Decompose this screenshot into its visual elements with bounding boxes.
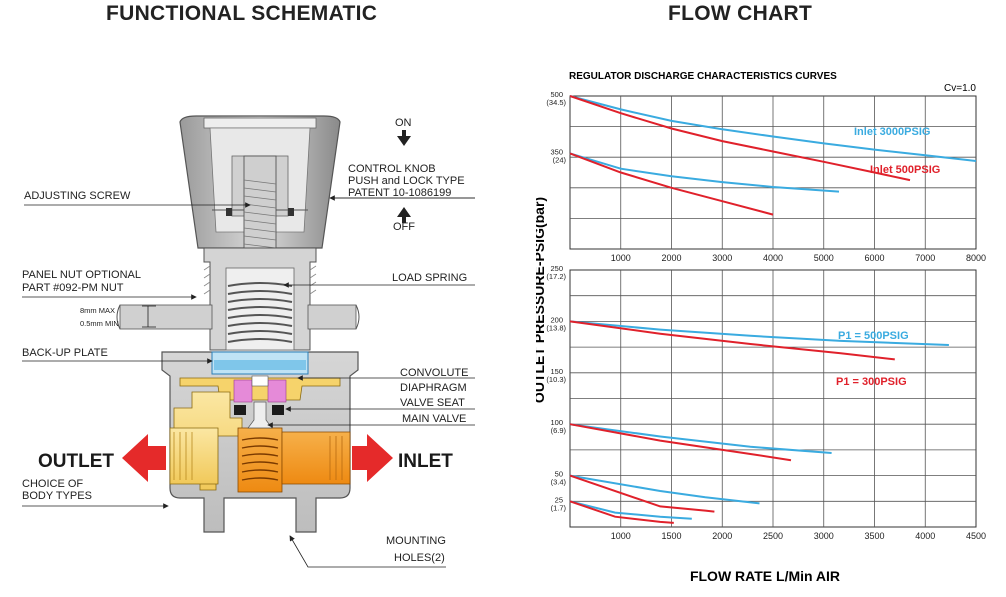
series-line (569, 320, 895, 361)
series-line (569, 500, 674, 524)
x-tick-label: 5000 (814, 253, 834, 263)
series-line (569, 152, 774, 216)
x-tick-label: 1500 (661, 531, 681, 541)
series-line (569, 320, 949, 346)
y-tick-label: 150 (550, 367, 563, 376)
y-tick-label: 50 (555, 470, 563, 479)
series-line (569, 474, 760, 505)
x-tick-label: 4000 (915, 531, 935, 541)
panel-nut-label: PANEL NUT OPTIONAL (22, 269, 141, 281)
flow-chart: REGULATOR DISCHARGE CHARACTERISTICS CURV… (536, 71, 986, 584)
y-axis-label: OUTLET PRESSURE-PSIG(bar) (536, 197, 547, 403)
load-spring-label: LOAD SPRING (392, 272, 467, 284)
y-tick-label: 350 (550, 147, 563, 156)
y-tick-sub-label: (17.2) (546, 272, 566, 281)
series-label: P1 = 300PSIG (836, 376, 907, 388)
inlet-label: INLET (398, 451, 453, 472)
series-line (569, 500, 692, 520)
panel-nut-part-label: PART #092-PM NUT (22, 282, 124, 294)
y-tick-sub-label: (1.7) (551, 503, 567, 512)
regulator-body (161, 351, 359, 533)
y-tick-label: 100 (550, 418, 563, 427)
schematic-title: FUNCTIONAL SCHEMATIC (106, 2, 378, 25)
y-tick-sub-label: (13.8) (546, 323, 566, 332)
choice-label: CHOICE OF (22, 478, 83, 490)
series-label: P1 = 500PSIG (838, 330, 909, 342)
holes-label: HOLES(2) (394, 552, 445, 564)
x-tick-label: 4500 (966, 531, 986, 541)
diaphragm-label: DIAPHRAGM (400, 382, 467, 394)
body-types-label: BODY TYPES (22, 490, 92, 502)
plot-1: 1000 2000 3000 4000 5000 6000 7000 8000 500(34.5… (546, 90, 986, 263)
control-knob-label: CONTROL KNOB (348, 163, 436, 175)
plot-2: 1000 1500 2000 2500 3000 3500 4000 4500 250(17.2… (546, 264, 986, 541)
outlet-arrow-icon (122, 434, 166, 482)
series-line (569, 423, 792, 462)
y-tick-label: 500 (550, 90, 563, 99)
series-label: Inlet 3000PSIG (854, 126, 930, 138)
dim-max-label: 8mm MAX (80, 306, 115, 315)
push-lock-label: PUSH and LOCK TYPE (348, 175, 465, 187)
y-tick-sub-label: (34.5) (546, 98, 566, 107)
x-tick-label: 8000 (966, 253, 986, 263)
x-tick-label: 2000 (712, 531, 732, 541)
valve-seat-label: VALVE SEAT (400, 397, 465, 409)
convolute-label: CONVOLUTE (400, 367, 468, 379)
y-tick-label: 200 (550, 315, 563, 324)
mounting-label: MOUNTING (386, 535, 446, 547)
load-spring (227, 282, 293, 343)
outlet-label: OUTLET (38, 451, 114, 472)
flow-chart-title: FLOW CHART (668, 2, 813, 25)
y-tick-sub-label: (3.4) (551, 478, 567, 487)
y-tick-label: 25 (555, 495, 563, 504)
adjusting-screw-label: ADJUSTING SCREW (24, 190, 131, 202)
functional-schematic: ON OFF CONTROL KNOB PUSH and LOCK TYPE P… (22, 115, 475, 568)
x-tick-label: 3000 (712, 253, 732, 263)
y-tick-sub-label: (24) (553, 155, 567, 164)
series-line (569, 474, 715, 513)
on-label: ON (395, 117, 412, 129)
x-tick-label: 3000 (814, 531, 834, 541)
x-tick-label: 6000 (864, 253, 884, 263)
y-tick-label: 250 (550, 264, 563, 273)
cv-annotation: Cv=1.0 (944, 83, 976, 94)
on-arrow-icon (397, 130, 411, 146)
off-label: OFF (393, 221, 415, 233)
backup-plate-label: BACK-UP PLATE (22, 347, 108, 359)
main-valve-label: MAIN VALVE (402, 413, 466, 425)
leader-lines (22, 195, 475, 568)
x-tick-label: 4000 (763, 253, 783, 263)
series-line (569, 95, 977, 162)
x-tick-label: 2500 (763, 531, 783, 541)
off-arrow-icon (397, 207, 411, 223)
series-line (569, 423, 832, 454)
x-tick-label: 7000 (915, 253, 935, 263)
patent-label: PATENT 10-1086199 (348, 187, 451, 199)
inlet-arrow-icon (352, 434, 393, 482)
chart-title: REGULATOR DISCHARGE CHARACTERISTICS CURV… (569, 71, 837, 82)
dim-min-label: 0.5mm MIN (80, 319, 119, 328)
y-tick-sub-label: (6.9) (551, 426, 567, 435)
series-line (569, 152, 840, 193)
x-tick-label: 1000 (611, 531, 631, 541)
x-tick-label: 1000 (611, 253, 631, 263)
y-tick-sub-label: (10.3) (546, 375, 566, 384)
x-axis-label: FLOW RATE L/Min AIR (690, 568, 840, 584)
panel (116, 304, 360, 330)
series-label: Inlet 500PSIG (870, 164, 940, 176)
x-tick-label: 3500 (864, 531, 884, 541)
x-tick-label: 2000 (661, 253, 681, 263)
series-line (569, 95, 911, 182)
